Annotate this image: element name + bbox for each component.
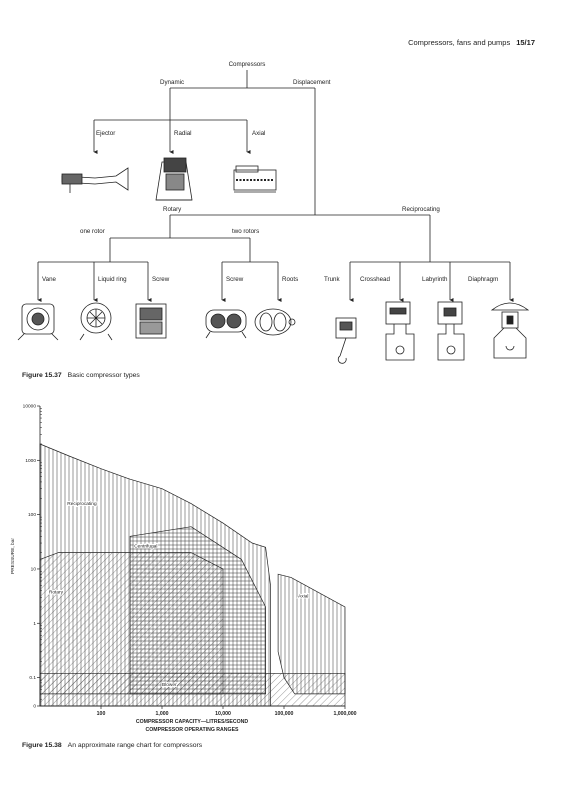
label-screw-two-rotors: Screw	[226, 276, 244, 283]
screw-two-rotor-illustration	[205, 309, 247, 339]
figure-15-38-text: An approximate range chart for compresso…	[67, 742, 203, 749]
axial-compressor-illustration	[233, 165, 277, 193]
y-tick-label: 10	[31, 567, 37, 573]
radial-compressor-illustration	[155, 157, 193, 201]
label-displacement: Displacement	[293, 79, 331, 86]
label-two-rotors: two rotors	[232, 228, 259, 235]
label-ejector: Ejector	[96, 130, 115, 137]
y-tick-label: 0	[33, 704, 36, 710]
label-dynamic: Dynamic	[160, 79, 184, 86]
label-rotary: Rotary	[163, 206, 182, 213]
screw-compressor-illustration	[135, 303, 167, 339]
crosshead-compressor-illustration	[385, 301, 415, 361]
figure-15-38-caption: Figure 15.38 An approximate range chart f…	[22, 742, 202, 749]
x-tick-label: 10,000	[215, 711, 231, 717]
figure-15-37-label: Figure 15.37	[22, 372, 62, 379]
label-radial: Radial	[174, 130, 192, 137]
chart-region-label-reciprocating: Reciprocating	[67, 501, 97, 507]
label-labyrinth: Labyrinth	[422, 276, 448, 283]
label-diaphragm: Diaphragm	[468, 276, 498, 283]
label-screw-one-rotor: Screw	[152, 276, 170, 283]
chart-y-axis-label: PRESSURE, bar	[10, 538, 16, 574]
header-page-number: 15/17	[516, 38, 535, 47]
chart-region-label-centrifugal: Centrifugal	[134, 543, 157, 549]
figure-15-38-label: Figure 15.38	[22, 742, 62, 749]
label-compressors: Compressors	[229, 61, 266, 68]
y-tick-label: 0.1	[29, 675, 36, 681]
roots-blower-illustration	[254, 308, 296, 336]
x-tick-label: 100,000	[275, 711, 294, 717]
chart-region-rotary	[39, 552, 224, 695]
label-liquid-ring: Liquid ring	[98, 276, 127, 283]
chart-region-blower	[39, 672, 346, 707]
header-title: Compressors, fans and pumps	[408, 38, 511, 47]
figure-15-37-caption: Figure 15.37 Basic compressor types	[22, 372, 140, 379]
y-tick-label: 1	[33, 621, 36, 627]
chart-region-label-axial: Axial	[298, 593, 308, 599]
label-one-rotor: one rotor	[80, 228, 105, 235]
chart-region-label-rotary: Rotary	[49, 590, 64, 596]
y-tick-label: 100	[28, 512, 36, 518]
x-tick-label: 100	[97, 711, 106, 717]
liquid-ring-illustration	[79, 302, 113, 341]
label-axial: Axial	[252, 130, 265, 137]
x-tick-label: 1,000	[156, 711, 169, 717]
trunk-compressor-illustration	[335, 317, 357, 364]
chart-x-axis-sublabel: COMPRESSOR OPERATING RANGES	[146, 727, 240, 733]
y-tick-label: 1000	[25, 458, 36, 464]
label-reciprocating: Reciprocating	[402, 206, 440, 213]
vane-compressor-illustration	[17, 303, 59, 341]
page-header: Compressors, fans and pumps 15/17	[408, 38, 535, 47]
label-trunk: Trunk	[324, 276, 340, 283]
diaphragm-compressor-illustration	[490, 302, 530, 359]
tree-lines	[37, 70, 514, 302]
chart-region-label-blower: Blower	[162, 682, 177, 688]
labyrinth-compressor-illustration	[437, 301, 465, 361]
label-roots: Roots	[282, 276, 298, 283]
figure-15-37-text: Basic compressor types	[67, 372, 140, 379]
y-tick-label: 10000	[23, 404, 37, 410]
x-tick-label: 1,000,000	[333, 711, 356, 717]
range-chart: ReciprocatingCentrifugalRotaryAxialBlowe…	[10, 404, 357, 733]
ejector-illustration	[61, 167, 129, 193]
label-crosshead: Crosshead	[360, 276, 390, 283]
label-vane: Vane	[42, 276, 57, 283]
chart-x-axis-label: COMPRESSOR CAPACITY—LITRES/SECOND	[136, 719, 249, 725]
